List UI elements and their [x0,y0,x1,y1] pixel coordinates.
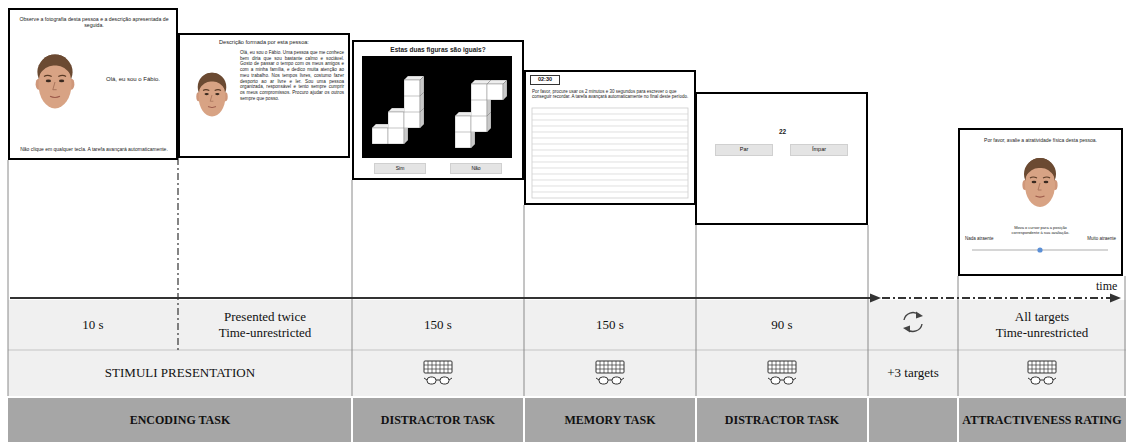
repeat-icon [903,312,923,333]
screen-card: Por favor, procure usar os 2 minutos e 3… [524,70,696,205]
timing-cell: Presented twiceTime-unrestricted [178,300,352,350]
face-photo [196,73,227,117]
screen-text: Nada atraente [965,236,1003,241]
task-label-cell: DISTRACTOR TASK [696,398,868,442]
screen-card: Descrição formada por esta pessoa: Olá, e… [178,33,350,158]
screen-text: 22 [703,128,862,136]
screen-text: Não clique em qualquer tecla. A tarefa a… [16,146,172,152]
mental-rotation-panel [362,56,512,158]
task-label: DISTRACTOR TASK [725,413,839,427]
cell-text: 90 s [771,317,792,333]
screen-text: Estas duas figuras são iguais? [360,46,516,54]
face-photo [36,55,75,109]
time-axis [10,297,870,299]
screen-card: Por favor, avalie a atratividade física … [958,128,1123,276]
screen-card: Estas duas figuras são iguais? Sim Não [352,40,524,180]
button-label: Ímpar [812,147,826,153]
button-label: Par [740,147,749,153]
task-label-cell: ATTRACTIVENESS RATING [958,398,1126,442]
response-button: Não [450,163,502,174]
phase-cell: STIMULI PRESENTATION [8,350,352,396]
cell-text: Presented twice [224,309,306,325]
cube-figure [372,76,424,144]
keyboard-icon [768,361,796,384]
cell-text: STIMULI PRESENTATION [105,365,255,381]
response-button: Par [715,144,773,156]
cube [487,80,507,100]
response-button: Ímpar [790,144,848,156]
screen-card: 22Par Ímpar [695,92,868,225]
timing-cell: 10 s [8,300,178,350]
dash-dot-divider [177,158,178,350]
screen-text: Por favor, avalie a atratividade física … [966,137,1115,143]
axis-label: time [1096,279,1124,293]
timing-cell: 150 s [352,300,524,350]
screen-text: Olá, eu sou o Fábio. [106,76,172,83]
button-label: Sim [396,166,405,171]
cell-text: 10 s [82,317,103,333]
timing-cell: All targetsTime-unrestricted [958,300,1126,350]
screen-text: Mova o cursor para a posição corresponde… [1004,226,1077,236]
face-photo [1022,158,1057,207]
phase-cell: +3 targets [868,350,958,396]
screen-card: Observe a fotografia desta pessoa e a de… [8,8,178,160]
time-axis-dashed [882,297,1110,299]
screen-text: Descrição formada por esta pessoa: [186,39,342,46]
repeat-arrowhead [903,326,910,333]
screen-text: Olá, eu sou o Fábio. Uma pessoa que me c… [240,50,344,102]
task-label-cell: DISTRACTOR TASK [352,398,524,442]
task-label: MEMORY TASK [564,413,655,427]
screen-text: Observe a fotografia desta pessoa e a de… [16,16,172,28]
rating-slider-thumb [1037,247,1042,252]
repeat-arrowhead [916,312,923,319]
screen-text: Muito atraente [1078,236,1116,241]
band-divider [352,398,958,442]
countdown-box: 02:30 [530,75,560,85]
axis-arrowhead [1110,294,1121,303]
axis-arrowhead [870,294,881,303]
answer-lines [532,114,688,192]
task-label: ENCODING TASK [130,413,231,427]
task-label: ATTRACTIVENESS RATING [962,413,1121,427]
cube-figure [455,80,507,148]
task-label-cell: MEMORY TASK [524,398,696,442]
cell-text: 150 s [424,317,452,333]
keyboard-icon [424,361,452,384]
answer-area [532,108,688,198]
keyboard-icon [1028,361,1056,384]
countdown-text: 02:30 [538,77,552,83]
cell-text: +3 targets [887,365,939,381]
response-button: Sim [374,163,426,174]
keyboard-icon [596,361,624,384]
task-band [8,398,1126,442]
cell-text: All targets [1015,309,1069,325]
screen-text: Por favor, procure usar os 2 minutos e 3… [532,89,690,100]
timing-cell: 90 s [696,300,868,350]
cell-text: 150 s [596,317,624,333]
button-label: Não [471,166,480,171]
cube [404,76,424,96]
cell-text: Time-unrestricted [996,325,1089,341]
timing-cell: 150 s [524,300,696,350]
task-label: DISTRACTOR TASK [381,413,495,427]
task-label-cell: ENCODING TASK [8,398,352,442]
cell-text: Time-unrestricted [219,325,312,341]
